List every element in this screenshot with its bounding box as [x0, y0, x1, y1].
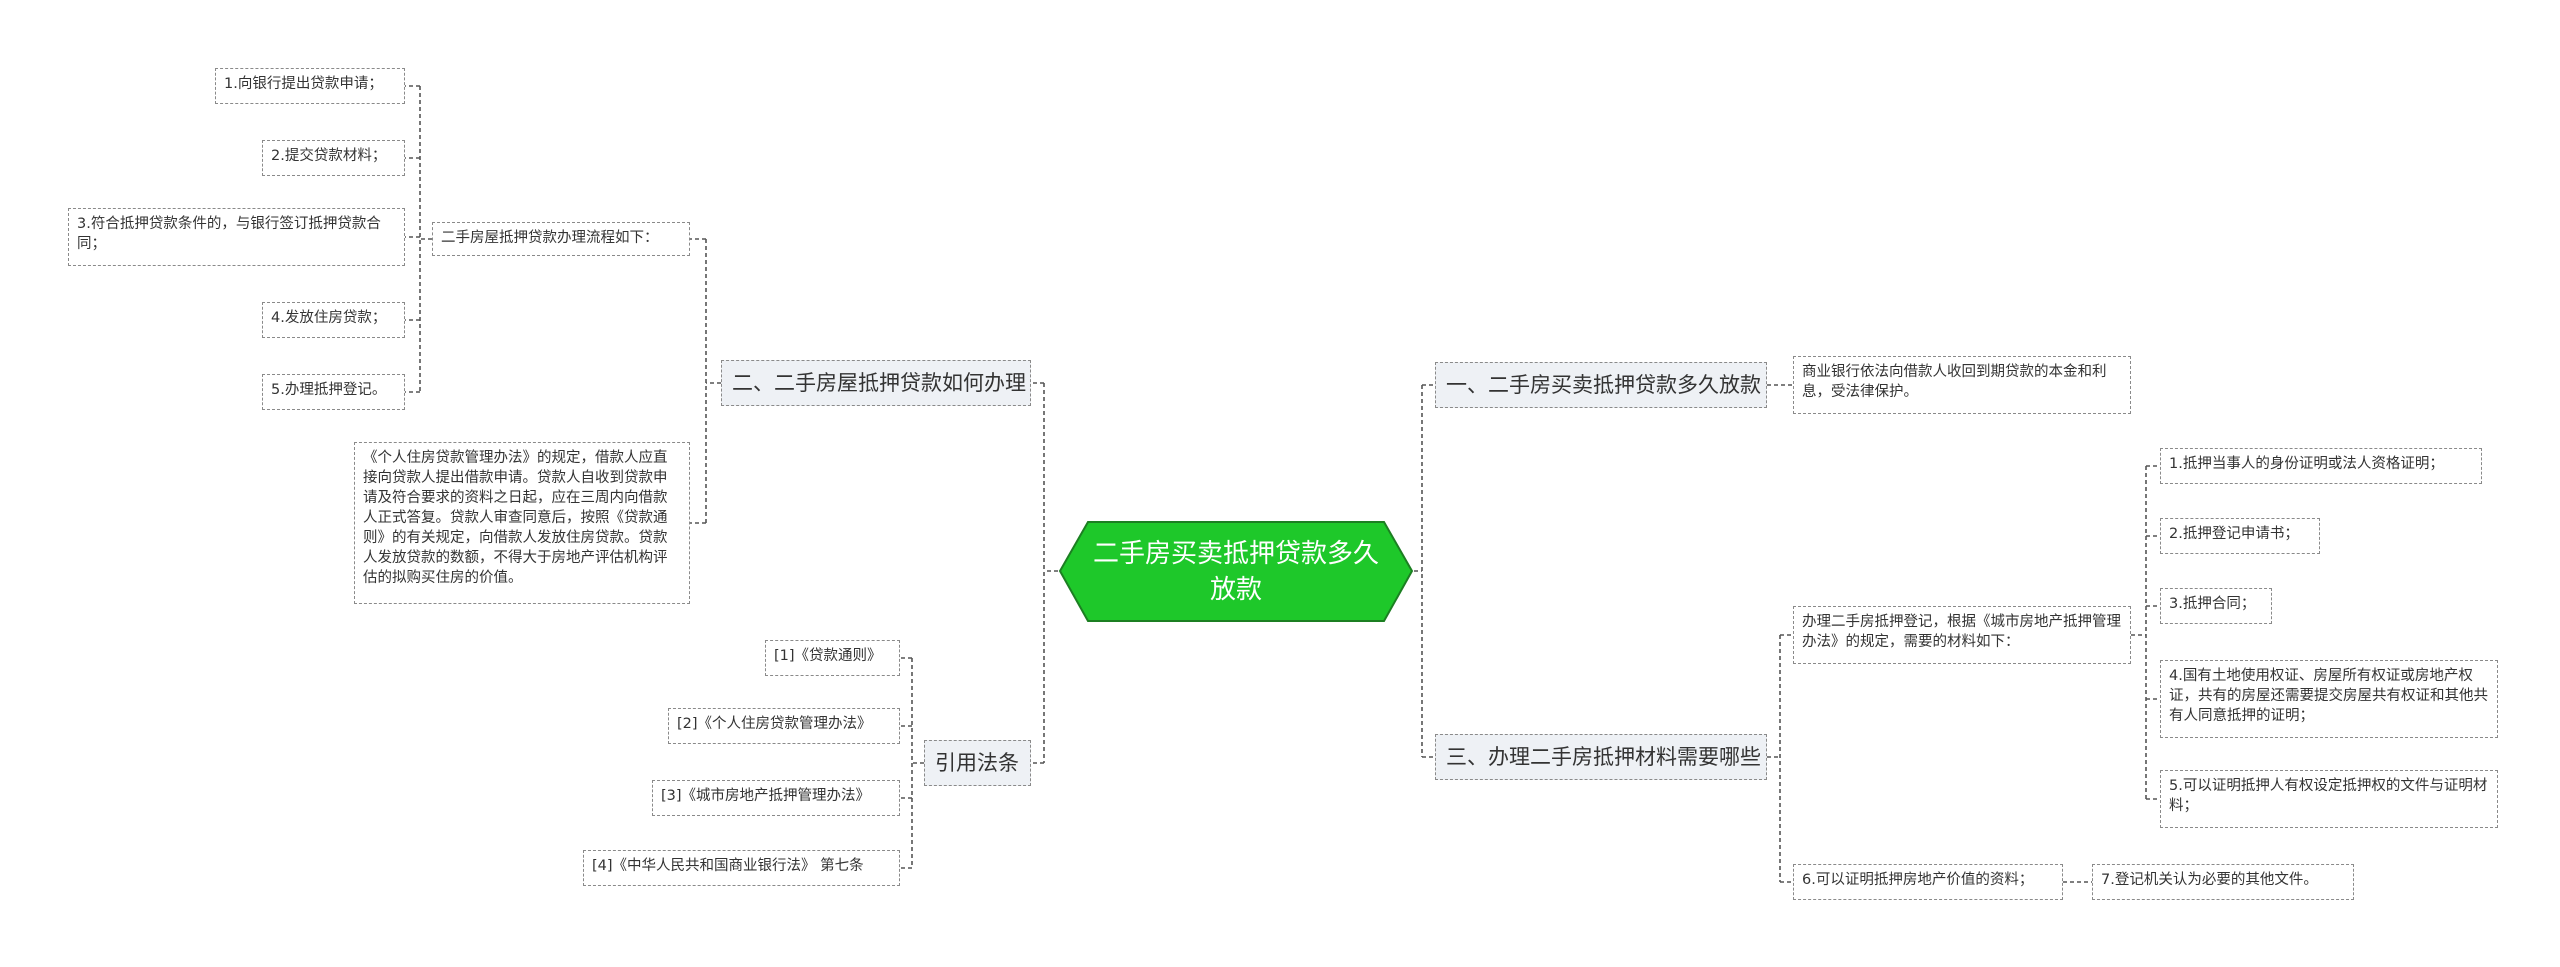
process-node[interactable]: 二手房屋抵押贷款办理流程如下：: [432, 222, 690, 256]
process-step-4[interactable]: 4.发放住房贷款；: [262, 302, 405, 338]
materials-node[interactable]: 办理二手房抵押登记，根据《城市房地产抵押管理办法》的规定，需要的材料如下：: [1793, 606, 2131, 664]
process-step-3[interactable]: 3.符合抵押贷款条件的，与银行签订抵押贷款合同；: [68, 208, 405, 266]
reference-4[interactable]: [4]《中华人民共和国商业银行法》 第七条: [583, 850, 900, 886]
root-node[interactable]: 二手房买卖抵押贷款多久放款: [1058, 520, 1414, 623]
reference-2[interactable]: [2]《个人住房贷款管理办法》: [668, 708, 900, 744]
process-step-2[interactable]: 2.提交贷款材料；: [262, 140, 405, 176]
material-5[interactable]: 5.可以证明抵押人有权设定抵押权的文件与证明材料；: [2160, 770, 2498, 828]
material-3[interactable]: 3.抵押合同；: [2160, 588, 2272, 624]
material-4[interactable]: 4.国有土地使用权证、房屋所有权证或房地产权证，共有的房屋还需要提交房屋共有权证…: [2160, 660, 2498, 738]
branch-references[interactable]: 引用法条: [924, 740, 1031, 786]
reference-3[interactable]: [3]《城市房地产抵押管理办法》: [652, 780, 900, 816]
value-proof-node[interactable]: 6.可以证明抵押房地产价值的资料；: [1793, 864, 2063, 900]
material-1[interactable]: 1.抵押当事人的身份证明或法人资格证明；: [2160, 448, 2482, 484]
reference-1[interactable]: [1]《贷款通则》: [765, 640, 900, 676]
branch-materials[interactable]: 三、办理二手房抵押材料需要哪些: [1435, 734, 1767, 780]
process-step-1[interactable]: 1.向银行提出贷款申请；: [215, 68, 405, 104]
process-step-5[interactable]: 5.办理抵押登记。: [262, 374, 405, 410]
loan-timing-detail[interactable]: 商业银行依法向借款人收回到期贷款的本金和利息，受法律保护。: [1793, 356, 2131, 414]
regulation-note[interactable]: 《个人住房贷款管理办法》的规定，借款人应直接向贷款人提出借款申请。贷款人自收到贷…: [354, 442, 690, 604]
material-7[interactable]: 7.登记机关认为必要的其他文件。: [2092, 864, 2354, 900]
root-label: 二手房买卖抵押贷款多久放款: [1092, 538, 1379, 605]
branch-loan-timing[interactable]: 一、二手房买卖抵押贷款多久放款: [1435, 362, 1767, 408]
material-2[interactable]: 2.抵押登记申请书；: [2160, 518, 2320, 554]
root-hexagon: [1058, 521, 1414, 622]
branch-how-to-apply[interactable]: 二、二手房屋抵押贷款如何办理: [721, 360, 1031, 406]
